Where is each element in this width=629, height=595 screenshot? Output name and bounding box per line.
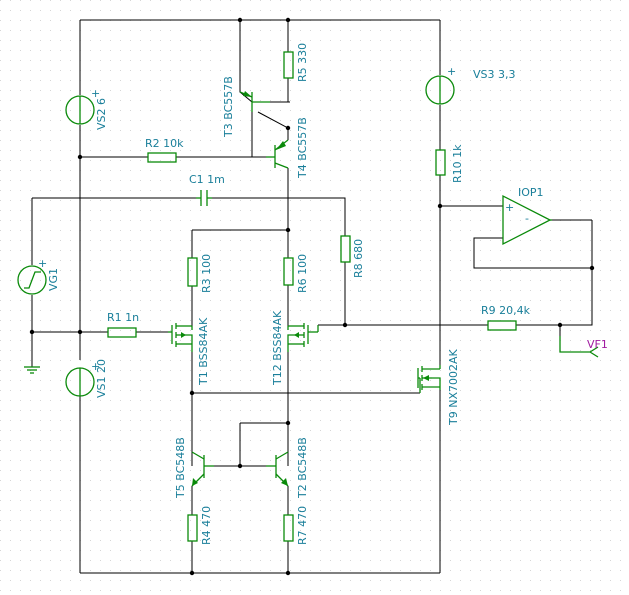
t4-label: T4 BC557B [296, 117, 309, 179]
r4-label: R4 470 [200, 506, 213, 545]
vg1-label: VG1 [47, 268, 60, 291]
iop1-opamp: + - IOP1 [502, 186, 552, 246]
iop1-minus-sign: - [525, 212, 529, 225]
vs1-plus-sign: + [91, 360, 100, 373]
t12-label: T12 BSS84AK [271, 310, 284, 386]
junctions [29, 17, 595, 576]
c1-label: C1 1m [189, 173, 225, 186]
vs3-plus-sign: + [447, 65, 456, 78]
r6-resistor: R6 100 [283, 254, 309, 293]
vs2-plus-sign: + [91, 87, 100, 100]
t1-label: T1 BSS84AK [197, 317, 210, 386]
t9-nmos-transistor: T9 NX7002AK [417, 349, 460, 426]
t4-pnp-transistor: T4 BC557B [266, 117, 309, 179]
t3-pnp-transistor: T3 BC557B [222, 76, 270, 138]
r6-label: R6 100 [296, 254, 309, 293]
r4-resistor: R4 470 [187, 506, 213, 545]
t2-npn-transistor: T2 BC548B [266, 437, 309, 499]
r9-resistor: R9 20,4k [481, 304, 531, 331]
iop1-label: IOP1 [518, 186, 544, 199]
ground-icon [24, 366, 40, 374]
r3-resistor: R3 100 [187, 254, 213, 293]
r2-resistor: R2 10k [145, 137, 184, 163]
vg1-plus-sign: + [38, 257, 47, 270]
r10-label: R10 1k [451, 144, 464, 183]
vf1-label: VF1 [587, 338, 608, 351]
r9-label: R9 20,4k [481, 304, 531, 317]
r5-label: R5 330 [296, 43, 309, 82]
t5-npn-transistor: T5 BC548B [174, 437, 214, 499]
c1-capacitor: C1 1m [189, 173, 225, 206]
r2-label: R2 10k [145, 137, 184, 150]
vs2-source: + VS2 6 [65, 87, 108, 130]
r8-label: R8 680 [352, 239, 365, 278]
r3-label: R3 100 [200, 254, 213, 293]
r7-label: R7 470 [296, 506, 309, 545]
r5-resistor: R5 330 [283, 43, 309, 82]
vg1-signal-generator: + VG1 [17, 257, 60, 295]
r8-resistor: R8 680 [340, 235, 365, 278]
vs3-source: + VS3 3,3 [425, 65, 516, 105]
t9-label: T9 NX7002AK [447, 349, 460, 426]
vs1-label: VS1 20 [95, 359, 108, 398]
iop1-plus-sign: + [505, 201, 514, 214]
t2-label: T2 BC548B [296, 437, 309, 499]
vs3-label: VS3 3,3 [473, 68, 516, 81]
r10-resistor: R10 1k [435, 144, 464, 183]
r7-resistor: R7 470 [283, 506, 309, 545]
t5-label: T5 BC548B [174, 437, 187, 499]
t1-pmos-transistor: T1 BSS84AK [168, 317, 210, 386]
t12-pmos-transistor: T12 BSS84AK [271, 310, 319, 386]
vf1-voltage-probe: VF1 [559, 336, 608, 358]
r1-label: R1 1n [107, 311, 139, 324]
vs1-source: + VS1 20 [65, 359, 108, 398]
vs2-label: VS2 6 [95, 98, 108, 130]
r1-resistor: R1 1n [107, 311, 139, 338]
t3-label: T3 BC557B [222, 76, 235, 138]
